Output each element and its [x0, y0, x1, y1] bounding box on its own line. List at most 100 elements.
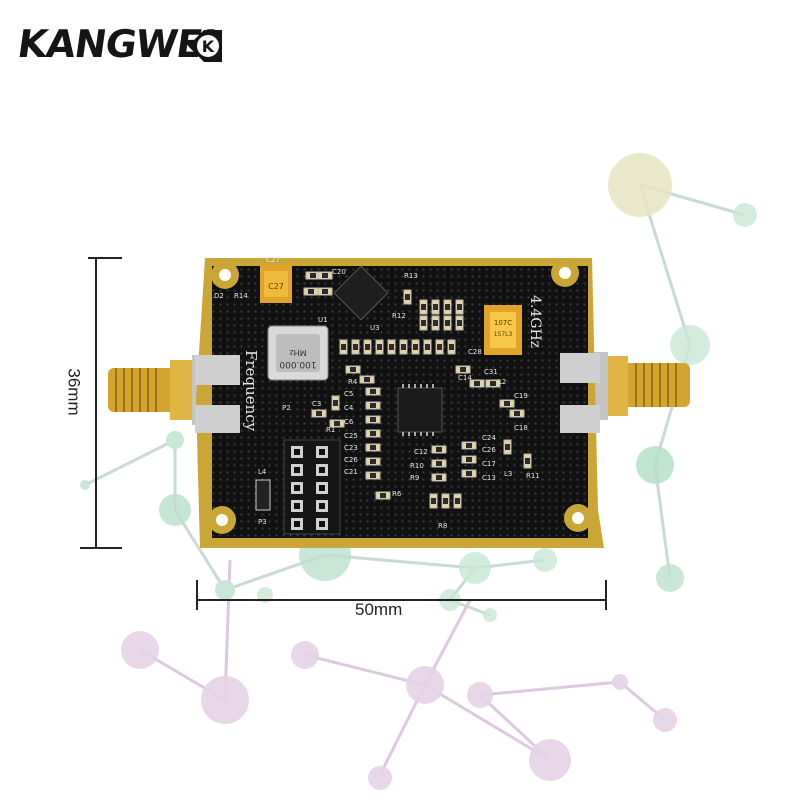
smd-component-body	[457, 304, 462, 310]
smd-component-body	[466, 471, 472, 476]
smd-component-body	[370, 389, 376, 394]
smd-component-body	[316, 411, 322, 416]
oscillator-unit: MHz	[289, 348, 306, 357]
smd-component-body	[474, 381, 480, 386]
silk-label: R4	[348, 378, 358, 386]
silk-label: L4	[258, 468, 267, 476]
smd-component-body	[514, 411, 520, 416]
smd-component-body	[370, 473, 376, 478]
silk-label: R12	[392, 312, 406, 320]
smd-component-body	[466, 457, 472, 462]
silk-label: U3	[370, 324, 380, 332]
silk-label: R13	[404, 272, 418, 280]
brand-badge-icon: K	[188, 30, 222, 62]
silk-label: C20	[332, 268, 346, 276]
silk-label: L3	[504, 470, 512, 478]
smd-component-body	[436, 461, 442, 466]
smd-component-body	[310, 273, 316, 278]
silk-label: C13	[482, 474, 496, 482]
smd-component-body	[455, 498, 460, 504]
silk-label: C14	[458, 374, 472, 382]
smd-component-body	[505, 444, 510, 450]
silk-label: L2	[498, 378, 506, 386]
smd-component-body	[421, 304, 426, 310]
tantalum-cap-label: C27	[268, 282, 284, 291]
smd-component-body	[370, 417, 376, 422]
smd-component-body	[389, 344, 394, 350]
smd-component-body	[460, 367, 466, 372]
band-silk-label: 4.4GHz	[527, 295, 543, 348]
silk-label: C18	[514, 424, 528, 432]
silk-label: C25	[344, 432, 358, 440]
smd-component-body	[405, 294, 410, 300]
silk-label: D2	[214, 292, 224, 300]
smd-component-body	[466, 443, 472, 448]
silk-label: C23	[344, 444, 358, 452]
silk-label: C6	[344, 418, 354, 426]
smd-component-body	[353, 344, 358, 350]
smd-component-body	[433, 320, 438, 326]
silk-label: C26	[482, 446, 496, 454]
smd-component-body	[525, 458, 530, 464]
smd-component-body	[457, 320, 462, 326]
width-dimension-label: 50mm	[355, 600, 403, 619]
smd-component-body	[322, 273, 328, 278]
silk-label: C3	[312, 400, 321, 408]
silk-label: C19	[514, 392, 528, 400]
silk-label: C17	[482, 460, 496, 468]
smd-component-body	[377, 344, 382, 350]
smd-component-body	[334, 421, 340, 426]
silk-label: R11	[526, 472, 540, 480]
smd-component-body	[370, 403, 376, 408]
smd-component-body	[370, 431, 376, 436]
silk-label: R14	[234, 292, 248, 300]
smd-component-body	[370, 445, 376, 450]
smd-component-body	[380, 493, 386, 498]
smd-component-body	[443, 498, 448, 504]
silk-label: P3	[258, 518, 267, 526]
smd-component-body	[449, 344, 454, 350]
silk-label: P2	[282, 404, 291, 412]
smd-component-body	[490, 381, 496, 386]
silk-label: U1	[318, 316, 328, 324]
silk-label: R1	[326, 426, 335, 434]
smd-component-body	[365, 344, 370, 350]
smd-component-body	[431, 498, 436, 504]
silk-label: C28	[468, 348, 482, 356]
smd-component-body	[436, 447, 442, 452]
smd-component-body	[333, 400, 338, 406]
silk-label: C26	[344, 456, 358, 464]
silk-label: R8	[438, 522, 447, 530]
smd-component-body	[308, 289, 314, 294]
silk-label: C24	[482, 434, 496, 442]
silk-label: C5	[344, 390, 353, 398]
brand-badge-letter: K	[202, 37, 215, 56]
smd-component-body	[445, 304, 450, 310]
silk-label: R6	[392, 490, 402, 498]
tantalum-cap-code: 107C	[494, 319, 512, 327]
smd-component-body	[413, 344, 418, 350]
smd-component-body	[425, 344, 430, 350]
smd-component-body	[421, 320, 426, 326]
silk-label: C4	[344, 404, 354, 412]
smd-component-body	[445, 320, 450, 326]
oscillator-frequency: 100.000	[279, 359, 316, 369]
smd-component-body	[364, 377, 370, 382]
smd-component-body	[437, 344, 442, 350]
smd-component-body	[504, 401, 510, 406]
silk-label: C12	[414, 448, 428, 456]
silk-label: R9	[410, 474, 419, 482]
smd-component-body	[401, 344, 406, 350]
smd-component-body	[350, 367, 356, 372]
silk-label: C31	[484, 368, 498, 376]
sma-connector-left	[108, 355, 222, 425]
smd-component-body	[370, 459, 376, 464]
silk-label: C27	[266, 256, 280, 264]
silk-label: C21	[344, 468, 358, 476]
frequency-silk-label: Frequency	[242, 350, 260, 432]
tantalum-cap-code2: 157L3	[494, 331, 513, 338]
